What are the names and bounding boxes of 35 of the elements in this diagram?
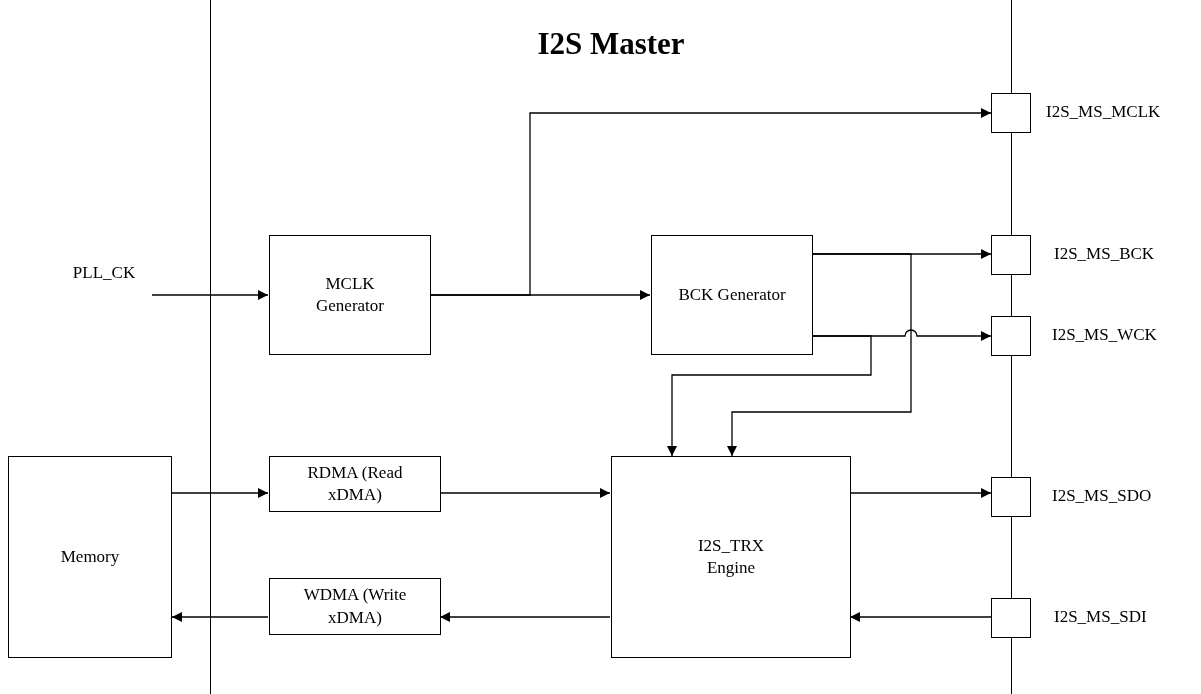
arrow [171, 488, 269, 498]
arrow [727, 253, 912, 457]
pin-box [991, 316, 1031, 356]
block-box [269, 456, 441, 512]
block-box [8, 456, 172, 658]
block-label: Memory [60, 545, 120, 568]
pin-label: I2S_MS_SDI [1054, 607, 1147, 627]
block-box [269, 235, 431, 355]
arrow [439, 488, 611, 498]
block-label: I2S_TRX Engine [696, 534, 766, 579]
arrow [849, 612, 992, 622]
pin-box [991, 93, 1031, 133]
arrow [439, 612, 611, 622]
module-title: I2S Master [537, 26, 685, 62]
arrow [171, 612, 269, 622]
module-frame [210, 0, 1012, 694]
pin-box [991, 477, 1031, 517]
block-label: RDMA (Read xDMA) [306, 461, 404, 506]
block-label: BCK Generator [678, 283, 786, 306]
block-box [269, 578, 441, 635]
arrow [849, 488, 992, 498]
arrow [429, 108, 992, 296]
pin-label: I2S_MS_MCLK [1046, 102, 1161, 122]
block-box [611, 456, 851, 658]
block-label: MCLK Generator [315, 272, 385, 317]
pin-box [991, 235, 1031, 275]
pin-box [991, 598, 1031, 638]
block-label: WDMA (Write xDMA) [302, 584, 408, 629]
pin-label: I2S_MS_BCK [1054, 244, 1155, 264]
arrow [151, 290, 269, 300]
pin-label: I2S_MS_SDO [1052, 486, 1152, 506]
arrow [667, 335, 872, 457]
signal-label: PLL_CK [72, 261, 136, 284]
pin-label: I2S_MS_WCK [1052, 325, 1157, 345]
block-box [651, 235, 813, 355]
